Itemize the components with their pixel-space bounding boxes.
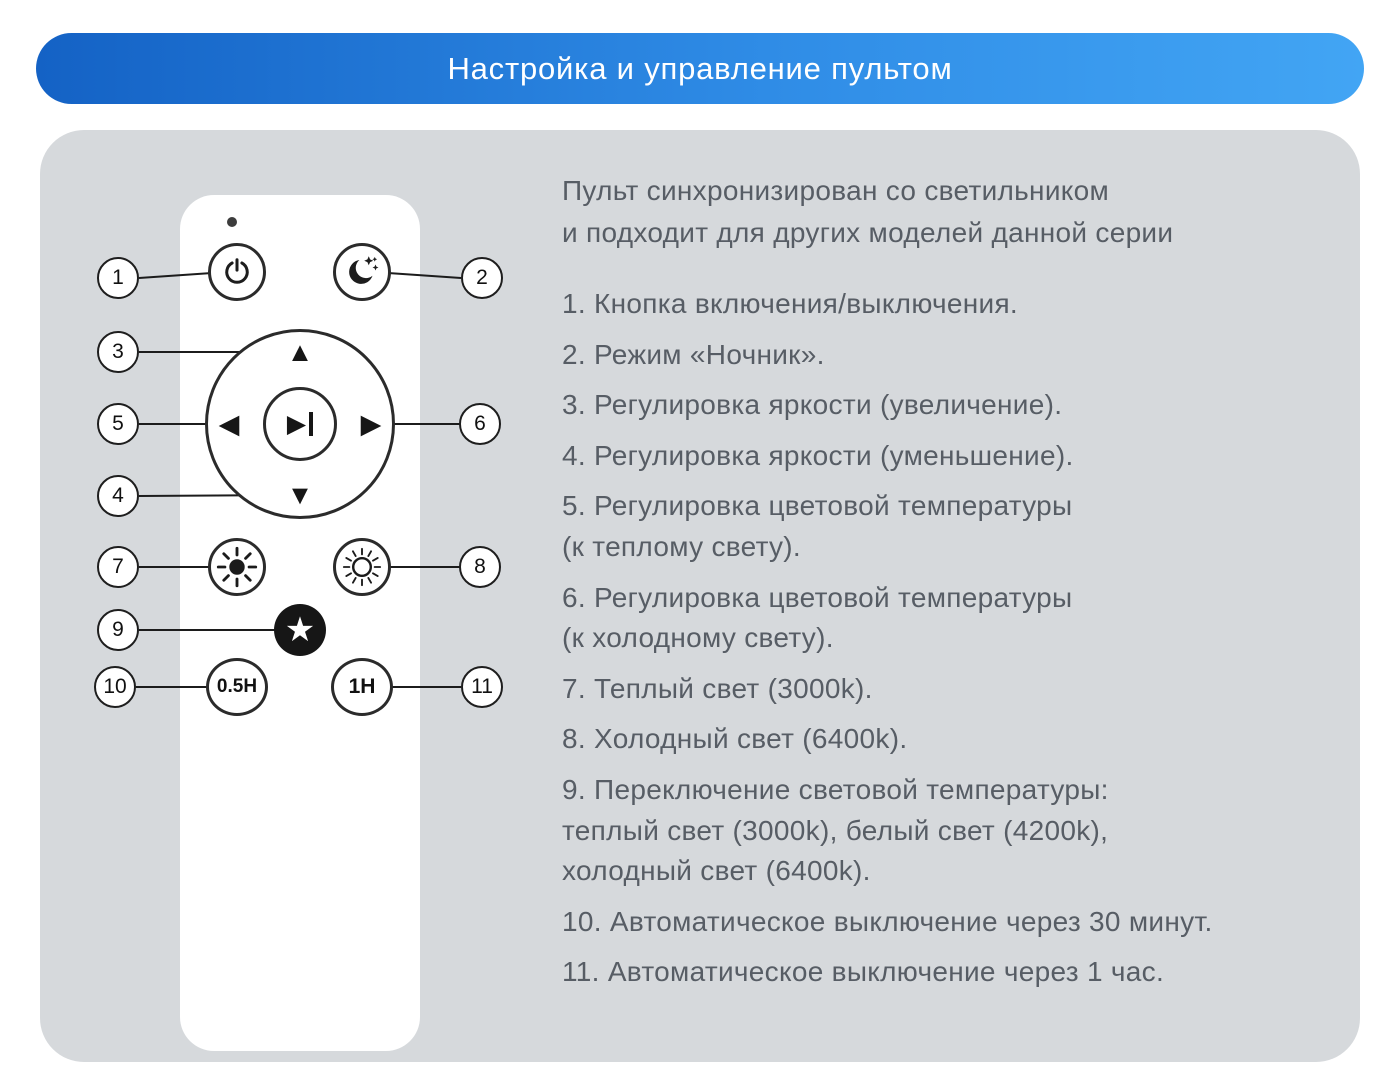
power-icon bbox=[225, 258, 249, 284]
warm-light-sun-icon bbox=[216, 546, 258, 588]
instruction-item-10: 10. Автоматическое выключение через 30 м… bbox=[562, 905, 1213, 937]
instruction-item-8: 8. Холодный свет (6400k). bbox=[562, 723, 908, 755]
ir-led-dot bbox=[227, 217, 237, 227]
callout-3: 3 bbox=[97, 331, 139, 373]
night-mode-icon bbox=[349, 256, 379, 284]
callout-10: 10 bbox=[94, 666, 136, 708]
instruction-item-11: 11. Автоматическое выключение через 1 ча… bbox=[562, 956, 1165, 988]
instruction-item-6: 6. Регулировка цветовой температуры (к х… bbox=[562, 581, 1073, 654]
instruction-item-3: 3. Регулировка яркости (увеличение). bbox=[562, 389, 1063, 421]
callout-11: 11 bbox=[461, 666, 503, 708]
brightness-down-icon: ▼ bbox=[286, 480, 314, 510]
color-temp-cool-icon: ▶ bbox=[360, 409, 382, 439]
color-temp-warm-icon: ◀ bbox=[218, 409, 240, 439]
callout-4: 4 bbox=[97, 475, 139, 517]
night-mode-button bbox=[333, 243, 391, 301]
callout-2: 2 bbox=[461, 257, 503, 299]
callout-8: 8 bbox=[459, 546, 501, 588]
instructions-column: Пульт синхронизирован со светильником и … bbox=[562, 170, 1362, 1003]
center-button: ▶ bbox=[263, 387, 337, 461]
intro-text: Пульт синхронизирован со светильником и … bbox=[562, 175, 1174, 248]
callout-7: 7 bbox=[97, 546, 139, 588]
cool-light-sun-icon bbox=[342, 547, 382, 587]
instruction-item-4: 4. Регулировка яркости (уменьшение). bbox=[562, 439, 1074, 471]
color-mode-button: ★ bbox=[274, 604, 326, 656]
content-panel: ▲ ▼ ◀ ▶ ▶ bbox=[40, 130, 1360, 1062]
instruction-item-2: 2. Режим «Ночник». bbox=[562, 338, 825, 370]
callout-9: 9 bbox=[97, 609, 139, 651]
instruction-item-9: 9. Переключение световой температуры: те… bbox=[562, 773, 1109, 887]
play-pause-icon: ▶ bbox=[287, 411, 314, 437]
timer-1h-button: 1H bbox=[331, 658, 393, 716]
page-title: Настройка и управление пультом bbox=[447, 50, 953, 86]
cool-light-button bbox=[333, 538, 391, 596]
callout-5: 5 bbox=[97, 403, 139, 445]
brightness-up-icon: ▲ bbox=[286, 337, 314, 367]
timer-30min-button: 0.5H bbox=[206, 658, 268, 716]
remote-diagram: ▲ ▼ ◀ ▶ ▶ bbox=[40, 130, 1360, 1062]
color-mode-star-icon: ★ bbox=[284, 611, 316, 649]
instruction-item-1: 1. Кнопка включения/выключения. bbox=[562, 288, 1019, 319]
instruction-item-5: 5. Регулировка цветовой температуры (к т… bbox=[562, 490, 1073, 562]
power-button bbox=[208, 243, 266, 301]
callout-6: 6 bbox=[459, 403, 501, 445]
timer-30min-label: 0.5H bbox=[216, 676, 258, 697]
warm-light-button bbox=[208, 538, 266, 596]
timer-1h-label: 1H bbox=[348, 675, 376, 698]
header-banner: Настройка и управление пультом bbox=[36, 33, 1364, 104]
callout-1: 1 bbox=[97, 257, 139, 299]
instruction-item-7: 7. Теплый свет (3000k). bbox=[562, 672, 873, 704]
